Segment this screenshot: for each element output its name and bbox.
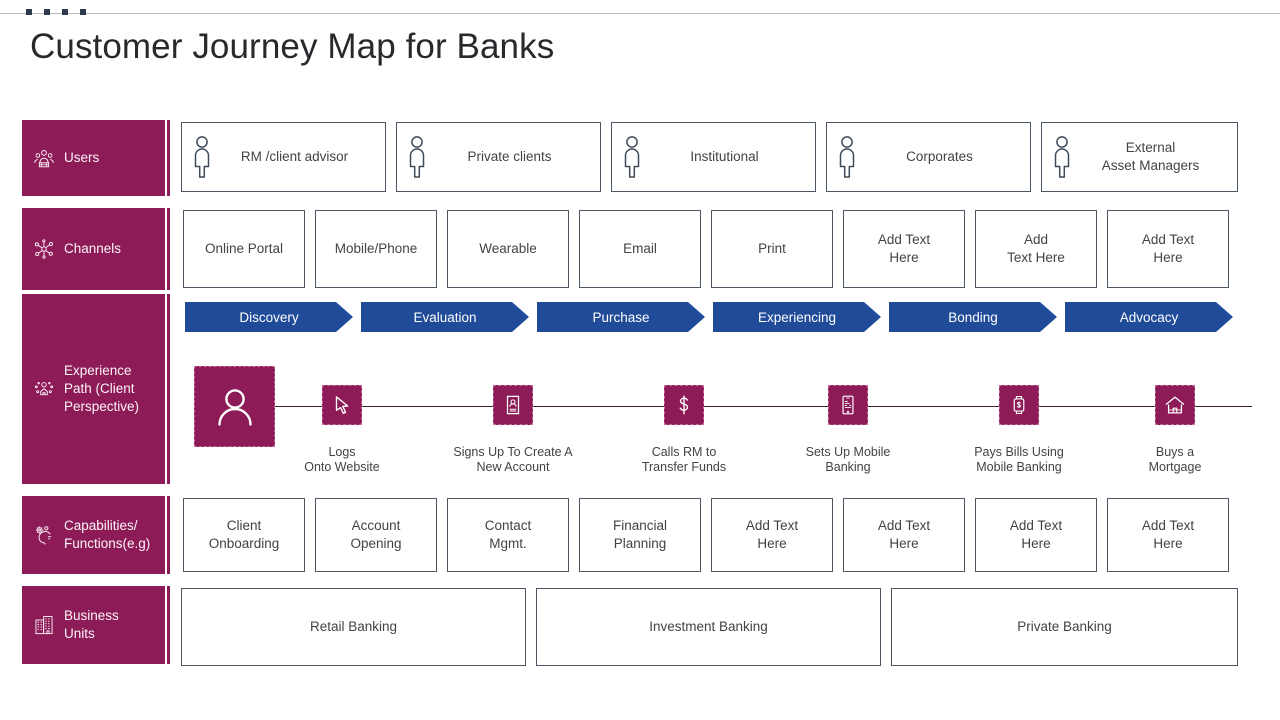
users-card-label: Private clients (467, 148, 552, 164)
stage-arrow[interactable]: Bonding (889, 302, 1057, 332)
journey-path-icon (34, 381, 54, 396)
users-card[interactable]: Institutional (611, 122, 816, 192)
building-icon (35, 616, 53, 635)
journey-milestone-node[interactable] (828, 385, 868, 425)
users-card-label: External Asset Managers (1101, 139, 1200, 173)
stage-arrow[interactable]: Experiencing (713, 302, 881, 332)
capability-card[interactable]: Contact Mgmt. (447, 498, 569, 572)
stage-arrow[interactable]: Advocacy (1065, 302, 1233, 332)
header-dot (44, 9, 50, 15)
row-label-channels-text: Channels (64, 241, 122, 257)
journey-avatar (194, 366, 275, 447)
person-icon (839, 136, 855, 178)
business-unit-card[interactable]: Private Banking (891, 588, 1238, 666)
header-dots (26, 9, 86, 15)
header-dot (80, 9, 86, 15)
mobile-phone-icon (842, 395, 854, 415)
channel-card[interactable]: Add Text Here (975, 210, 1097, 288)
capability-card[interactable]: Add Text Here (1107, 498, 1229, 572)
user-avatar-icon (217, 388, 252, 426)
journey-milestone-label: Sets Up Mobile Banking (805, 445, 891, 474)
header-dot (26, 9, 32, 15)
house-icon (1165, 396, 1185, 414)
users-card-label: Institutional (690, 148, 759, 164)
users-group-icon (34, 149, 54, 168)
channel-card[interactable]: Email (579, 210, 701, 288)
header-divider (0, 13, 1280, 14)
id-card-icon (506, 395, 520, 415)
stage-arrow[interactable]: Evaluation (361, 302, 529, 332)
capability-card[interactable]: Financial Planning (579, 498, 701, 572)
smartwatch-payment-icon (1013, 396, 1025, 414)
person-icon (1054, 136, 1070, 178)
header-dot (62, 9, 68, 15)
row-label-users-text: Users (64, 150, 100, 166)
capability-card[interactable]: Add Text Here (975, 498, 1097, 572)
users-card-label: Corporates (906, 148, 973, 164)
channel-card[interactable]: Online Portal (183, 210, 305, 288)
journey-milestone-node[interactable] (664, 385, 704, 425)
row-label-users: Users (22, 120, 170, 196)
cursor-pointer-icon (335, 396, 349, 415)
journey-milestone-label: Buys a Mortgage (1148, 445, 1202, 474)
row-label-business-units: Business Units (22, 586, 170, 664)
row-label-experience-path: Experience Path (Client Perspective) (22, 294, 170, 484)
journey-milestone-label: Calls RM to Transfer Funds (641, 445, 727, 474)
capability-card[interactable]: Add Text Here (711, 498, 833, 572)
users-card[interactable]: Private clients (396, 122, 601, 192)
capability-card[interactable]: Account Opening (315, 498, 437, 572)
journey-milestone-label: Pays Bills Using Mobile Banking (974, 445, 1064, 474)
users-card[interactable]: External Asset Managers (1041, 122, 1238, 192)
journey-milestone-label: Signs Up To Create A New Account (453, 445, 573, 474)
journey-timeline-line (235, 406, 1252, 407)
channel-card[interactable]: Wearable (447, 210, 569, 288)
row-label-capabilities: Capabilities/ Functions(e.g) (22, 496, 170, 574)
journey-milestone-node[interactable] (322, 385, 362, 425)
channel-card[interactable]: Mobile/Phone (315, 210, 437, 288)
gears-head-icon (35, 526, 52, 545)
row-label-experience-path-text: Experience Path (Client Perspective) (64, 363, 140, 414)
page-title: Customer Journey Map for Banks (30, 27, 555, 66)
row-label-business-units-text: Business Units (64, 608, 119, 641)
capability-card[interactable]: Client Onboarding (183, 498, 305, 572)
channel-card[interactable]: Add Text Here (843, 210, 965, 288)
journey-milestone-node[interactable] (1155, 385, 1195, 425)
capability-card[interactable]: Add Text Here (843, 498, 965, 572)
users-card-label: RM /client advisor (240, 148, 349, 164)
users-card[interactable]: RM /client advisor (181, 122, 386, 192)
business-unit-card[interactable]: Retail Banking (181, 588, 526, 666)
network-nodes-icon (34, 239, 53, 259)
stage-arrow[interactable]: Discovery (185, 302, 353, 332)
person-icon (409, 136, 425, 178)
stage-arrow[interactable]: Purchase (537, 302, 705, 332)
channel-card[interactable]: Add Text Here (1107, 210, 1229, 288)
channel-card[interactable]: Print (711, 210, 833, 288)
row-label-capabilities-text: Capabilities/ Functions(e.g) (64, 518, 151, 551)
journey-milestone-node[interactable] (493, 385, 533, 425)
journey-milestone-node[interactable] (999, 385, 1039, 425)
business-unit-card[interactable]: Investment Banking (536, 588, 881, 666)
row-label-channels: Channels (22, 208, 170, 290)
journey-milestone-label: Logs Onto Website (304, 445, 380, 474)
person-icon (194, 136, 210, 178)
dollar-sign-icon (679, 395, 689, 415)
person-icon (624, 136, 640, 178)
users-card[interactable]: Corporates (826, 122, 1031, 192)
